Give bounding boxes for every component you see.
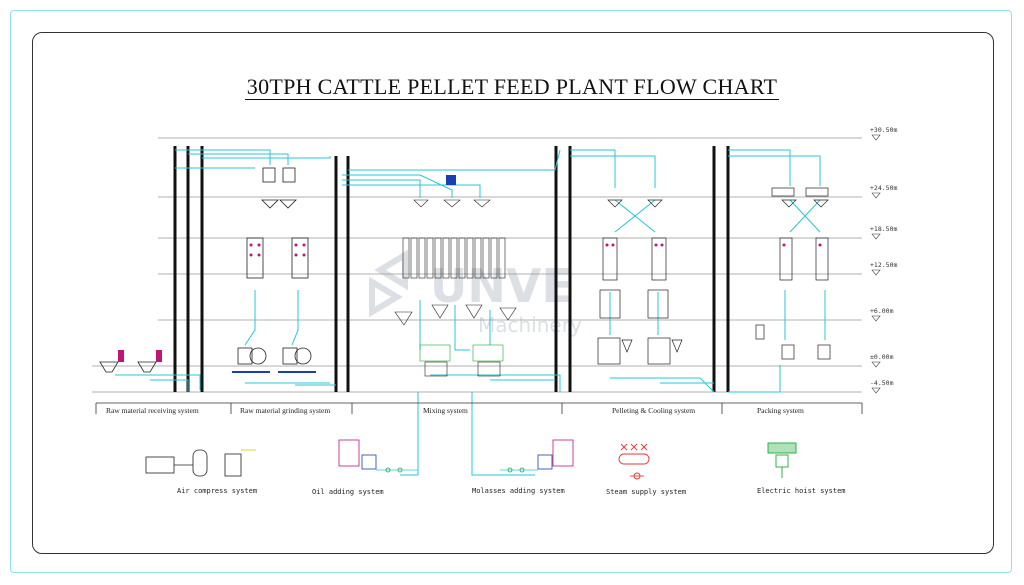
outer-border — [10, 10, 1012, 573]
conveying-pipes — [115, 149, 826, 476]
mixer-icon — [419, 344, 504, 377]
level-marker: -4.50m — [870, 379, 894, 394]
system-divider — [95, 402, 863, 414]
level-marker: +18.50m — [870, 225, 897, 240]
scale-icon — [394, 304, 517, 326]
receiving-equipment — [99, 350, 162, 373]
chart-title: 30TPH CATTLE PELLET FEED PLANT FLOW CHAR… — [0, 74, 1024, 100]
watermark-sub: Machinery — [478, 313, 582, 337]
aux-label: Electric hoist system — [757, 487, 846, 495]
watermark-brand: UNVE — [430, 259, 573, 313]
air-compressor-icon — [145, 449, 256, 477]
level-marker: +24.50m — [870, 184, 897, 199]
aux-label: Air compress system — [177, 487, 257, 495]
bin-row — [402, 237, 506, 279]
system-label: Mixing system — [423, 406, 468, 415]
aux-electric-hoist: Electric hoist system — [757, 442, 846, 495]
packing-equipment — [755, 187, 831, 360]
level-label: ±0.00m — [870, 353, 894, 361]
watermark-logo-icon — [374, 249, 408, 291]
batching-bins — [394, 175, 517, 377]
system-label: Pelleting & Cooling system — [612, 406, 695, 415]
bucket-elevators — [173, 146, 730, 392]
aux-air-compress: Air compress system — [145, 449, 257, 495]
level-label: +12.50m — [870, 261, 897, 269]
level-marker: +6.00m — [870, 307, 894, 322]
packing-scale-icon — [781, 344, 831, 360]
chart-title-text: 30TPH CATTLE PELLET FEED PLANT FLOW CHAR… — [244, 74, 780, 100]
aux-steam-supply: Steam supply system — [606, 443, 686, 496]
level-label: +30.50m — [870, 126, 897, 134]
aux-label: Molasses adding system — [472, 487, 565, 495]
aux-label: Steam supply system — [606, 488, 686, 496]
pellet-mill-icon — [599, 289, 669, 319]
level-marker: +12.50m — [870, 261, 897, 276]
electric-hoist-icon — [767, 442, 797, 478]
oil-tank-icon — [338, 439, 418, 473]
intake-pit-icon — [99, 350, 162, 373]
hammer-mill-icon — [237, 347, 312, 365]
steam-boiler-icon — [618, 443, 650, 480]
aux-oil-adding: Oil adding system — [312, 439, 418, 496]
molasses-tank-icon — [500, 439, 574, 473]
system-labels: Raw material receiving system Raw materi… — [106, 406, 804, 415]
watermark: UNVE Machinery — [369, 249, 582, 337]
grinding-equipment — [232, 167, 316, 373]
level-markers: +30.50m +24.50m +18.50m +12.50m +6.00m ±… — [870, 126, 897, 394]
cooler-icon — [597, 337, 671, 365]
aux-molasses-adding: Molasses adding system — [472, 439, 574, 495]
magnet-icon — [262, 167, 296, 183]
system-label: Packing system — [757, 406, 804, 415]
aux-label: Oil adding system — [312, 488, 384, 496]
level-marker: ±0.00m — [870, 353, 894, 368]
drawing-frame — [32, 32, 994, 554]
system-label: Raw material grinding system — [240, 406, 330, 415]
system-label: Raw material receiving system — [106, 406, 199, 415]
pelleting-equipment — [597, 199, 683, 365]
level-label: -4.50m — [870, 379, 894, 387]
level-label: +6.00m — [870, 307, 894, 315]
level-label: +18.50m — [870, 225, 897, 233]
level-label: +24.50m — [870, 184, 897, 192]
level-marker: +30.50m — [870, 126, 897, 141]
